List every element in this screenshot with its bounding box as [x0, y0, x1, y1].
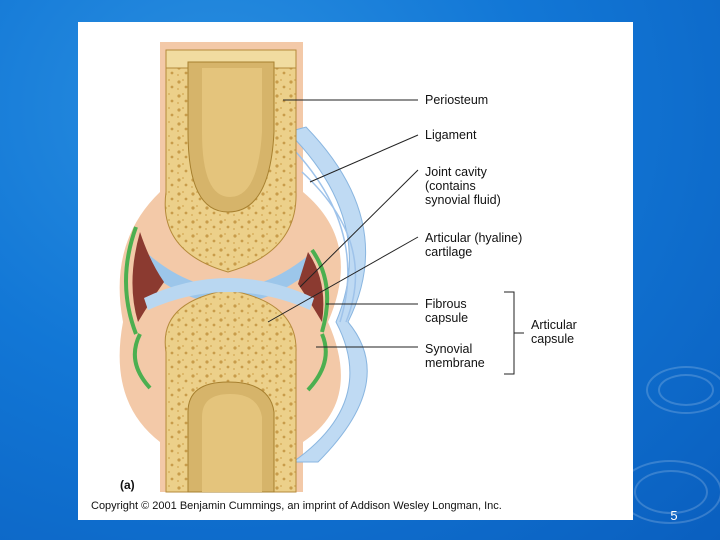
panel-letter: (a) [120, 478, 135, 492]
label-articular-cartilage: Articular (hyaline) cartilage [425, 231, 522, 259]
label-ligament: Ligament [425, 128, 476, 142]
slide-number: 5 [664, 508, 684, 523]
label-fibrous-capsule: Fibrous capsule [425, 297, 468, 325]
label-synovial-membrane: Synovial membrane [425, 342, 485, 370]
joint-figure: Periosteum Ligament Joint cavity (contai… [78, 22, 633, 520]
label-articular-capsule: Articular capsule [531, 318, 577, 346]
copyright-notice: Copyright © 2001 Benjamin Cummings, an i… [91, 500, 502, 512]
label-periosteum: Periosteum [425, 93, 488, 107]
synovial-joint-diagram [78, 22, 633, 520]
ripple-decoration [646, 366, 720, 414]
articular-capsule-bracket [504, 292, 524, 374]
label-joint-cavity: Joint cavity (contains synovial fluid) [425, 165, 501, 207]
